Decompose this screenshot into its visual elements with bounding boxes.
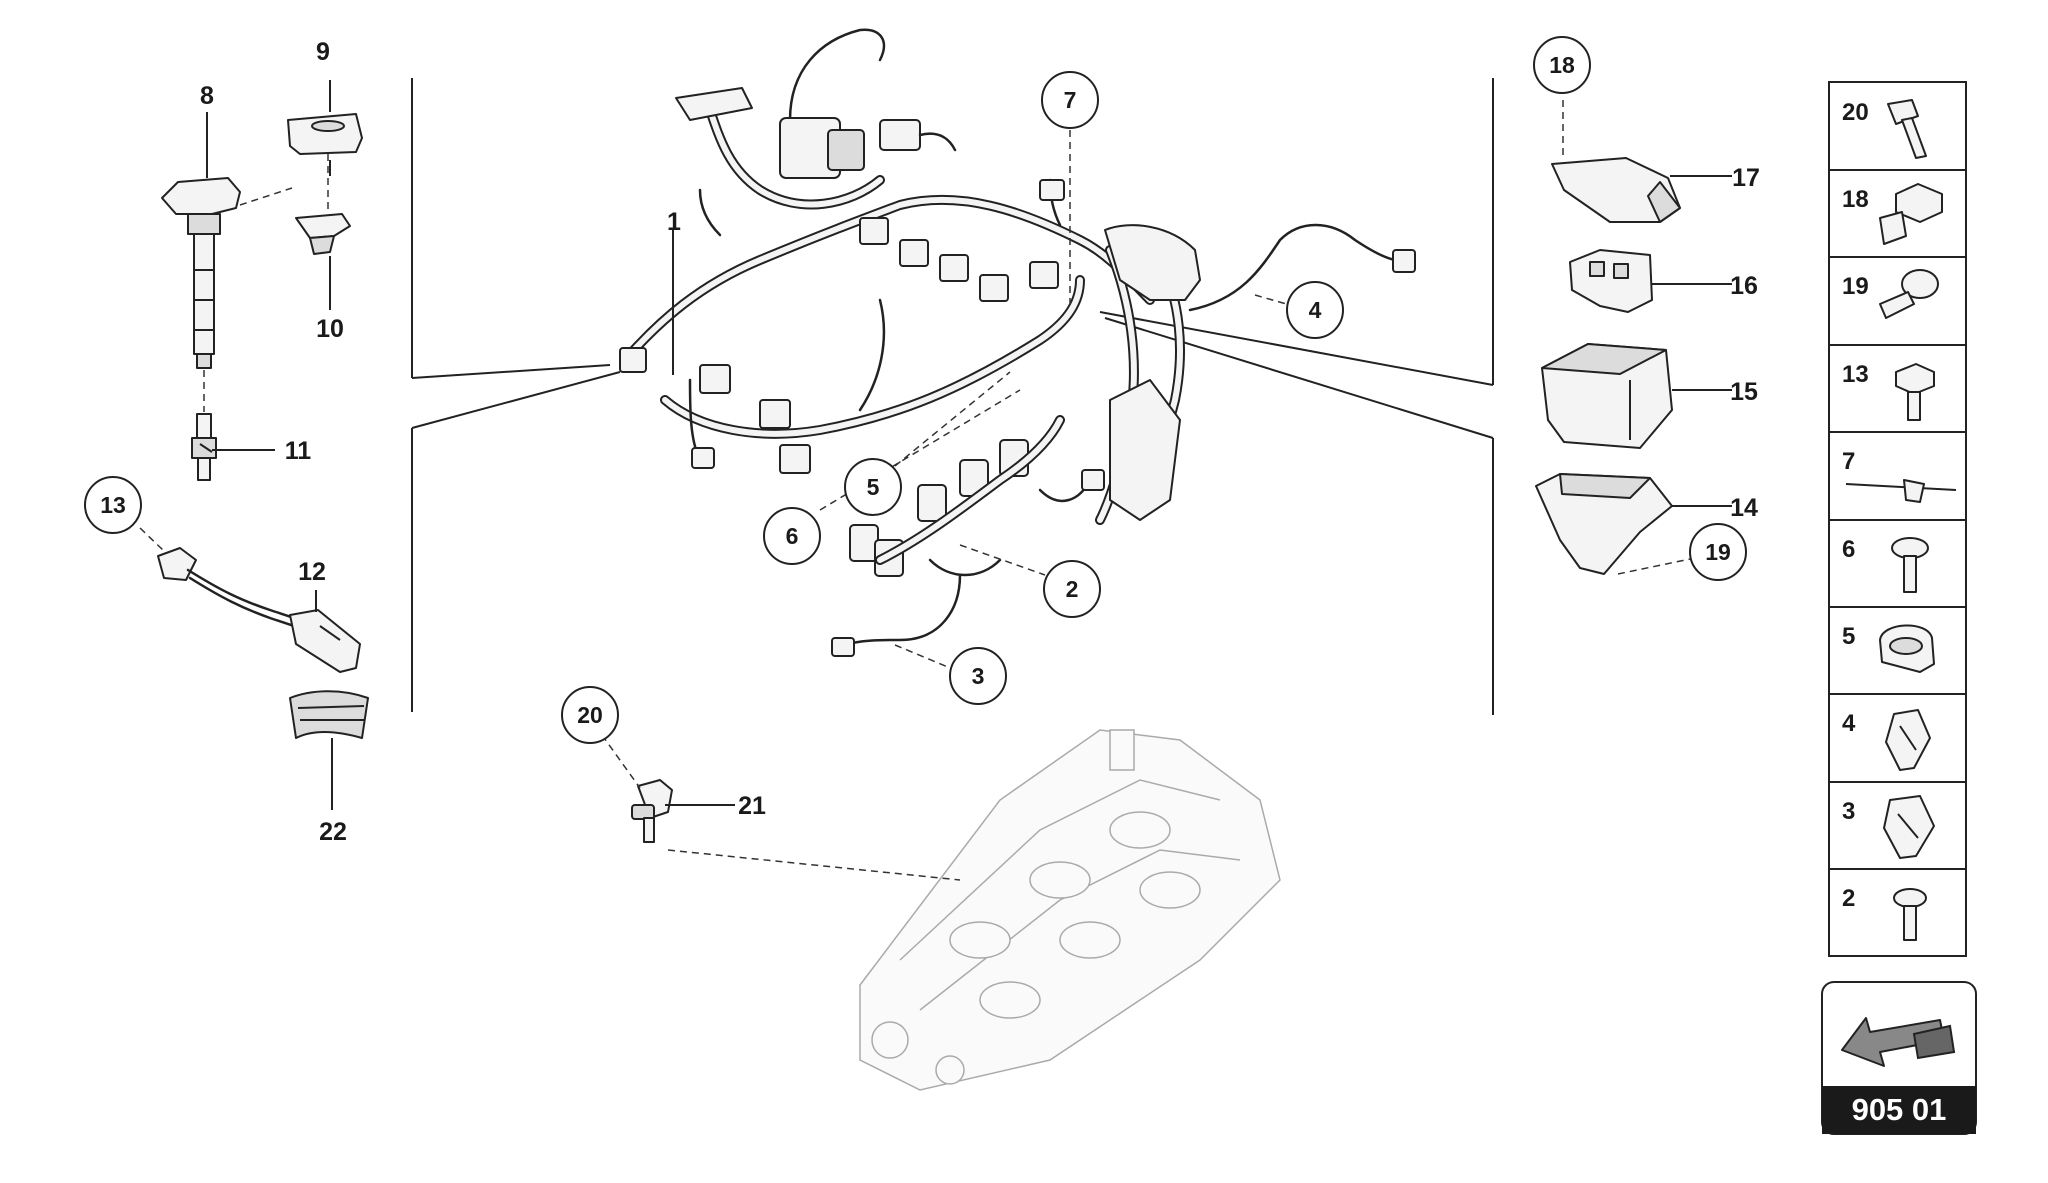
label-part-21: 21 [738, 792, 766, 820]
bolt-20-icon [1887, 99, 1927, 159]
frame-lines [411, 78, 1494, 715]
arrow-left-icon [1841, 1017, 1956, 1067]
label-part-13: 13 [100, 492, 126, 518]
engine-wiring-harness [619, 28, 1416, 657]
callout-circles [84, 36, 1747, 744]
label-part-16: 16 [1730, 272, 1758, 300]
label-part-18: 18 [1549, 52, 1575, 78]
label-part-6: 6 [786, 523, 799, 549]
label-part-8: 8 [200, 82, 214, 110]
ignition-coil [161, 177, 241, 369]
clip-3-icon [1883, 795, 1935, 859]
label-part-19: 19 [1705, 539, 1731, 565]
panel-label-3: 3 [1842, 798, 1855, 825]
label-part-2: 2 [1066, 576, 1079, 602]
fuse-carrier [1569, 249, 1732, 313]
label-part-1: 1 [667, 208, 681, 236]
bolt-18-icon [1879, 183, 1943, 245]
label-part-4: 4 [1309, 297, 1322, 323]
page-nav-badge[interactable] [1821, 981, 1977, 1135]
box-bracket [1535, 473, 1732, 575]
panel-label-18: 18 [1842, 186, 1869, 213]
hardware-panel: 20 18 19 13 7 6 5 4 3 2 [1828, 81, 1967, 957]
label-part-15: 15 [1730, 378, 1758, 406]
spark-plug [191, 413, 217, 481]
panel-label-5: 5 [1842, 623, 1855, 650]
label-part-12: 12 [298, 558, 326, 586]
label-part-7: 7 [1064, 87, 1077, 113]
panel-label-7: 7 [1842, 448, 1855, 475]
label-part-11: 11 [285, 437, 312, 465]
label-part-14: 14 [1730, 494, 1758, 522]
label-part-20: 20 [577, 702, 603, 728]
bolt-13-icon [1895, 363, 1935, 421]
foam-strip [289, 690, 369, 739]
panel-label-2: 2 [1842, 885, 1855, 912]
clamp-5-icon [1879, 624, 1935, 673]
part-labels: 1 2 3 4 5 6 7 8 9 10 11 12 13 14 15 16 1… [100, 38, 1760, 846]
page-number: 905 01 [1851, 1092, 1947, 1127]
label-part-5: 5 [867, 474, 880, 500]
clip-4-icon [1885, 709, 1931, 771]
coil-cap [287, 113, 363, 155]
ecu-lid [1551, 157, 1681, 223]
screw-6-icon [1891, 537, 1929, 593]
panel-label-6: 6 [1842, 536, 1855, 563]
cylinder-head-ghost [859, 729, 1281, 1091]
panel-label-4: 4 [1842, 710, 1856, 737]
knock-sensor [157, 547, 361, 673]
screw-2-icon [1893, 888, 1927, 941]
coil-seal [295, 213, 351, 255]
panel-label-13: 13 [1842, 361, 1869, 388]
ecu-box [1541, 343, 1732, 449]
label-part-22: 22 [319, 818, 347, 846]
label-part-17: 17 [1732, 164, 1760, 192]
panel-label-19: 19 [1842, 273, 1869, 300]
label-part-3: 3 [972, 663, 985, 689]
label-part-10: 10 [316, 315, 344, 343]
bolt-19-icon [1879, 269, 1939, 319]
cable-tie-7-icon [1845, 479, 1957, 503]
label-part-9: 9 [316, 38, 330, 66]
camshaft-sensor [631, 779, 673, 843]
panel-label-20: 20 [1842, 99, 1869, 126]
